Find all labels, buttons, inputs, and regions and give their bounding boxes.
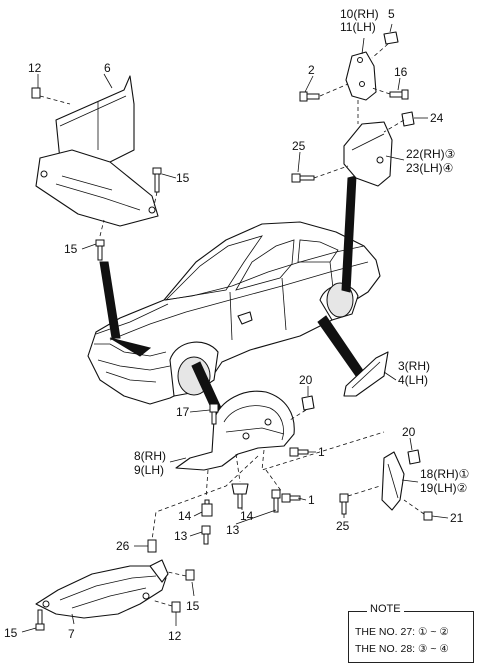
callout-15-b: 15	[64, 242, 78, 256]
note-line-2: THE NO. 28: ③ ~ ④	[355, 643, 449, 655]
callout-13-a: 13	[174, 529, 188, 543]
callout-26: 26	[116, 539, 130, 553]
bolt-17	[209, 403, 219, 425]
note-box: NOTE THE NO. 27: ① ~ ② THE NO. 28: ③ ~ ④	[348, 603, 474, 663]
guard-18-19	[381, 451, 405, 511]
callout-8-9-lh: 9(LH)	[134, 463, 164, 477]
wheel-liner-8-9	[175, 390, 295, 471]
fastener-14-a	[201, 499, 213, 517]
callout-22-23-rh: 22(RH)③	[406, 147, 455, 161]
car-body	[87, 175, 381, 415]
fastener-13-b	[271, 489, 281, 513]
callout-22-23-lh: 23(LH)④	[406, 161, 453, 175]
callout-24: 24	[430, 111, 444, 125]
clip-24	[401, 111, 415, 127]
callout-25-b: 25	[336, 519, 350, 533]
callout-1-a: 1	[318, 445, 325, 459]
fastener-15-b	[95, 219, 105, 261]
callout-21: 21	[450, 511, 464, 525]
callout-2-top: 2	[308, 63, 315, 77]
clip-5	[371, 31, 399, 59]
callout-18-19-lh: 19(LH)②	[420, 481, 467, 495]
mud-flap-3-4	[343, 351, 389, 397]
callout-5: 5	[388, 7, 395, 21]
fastener-12-top	[31, 87, 71, 105]
callout-20-a: 20	[299, 373, 313, 387]
clip-20-a	[289, 395, 315, 421]
splash-shield-upper	[35, 75, 159, 227]
callout-12-top: 12	[28, 61, 42, 75]
fastener-14-b	[231, 483, 249, 509]
clip-20-b	[407, 449, 421, 465]
bolt-21	[403, 499, 433, 521]
under-cover-7	[35, 559, 169, 619]
callout-20-b: 20	[402, 425, 416, 439]
fastener-12-b	[151, 599, 181, 613]
note-line-1: THE NO. 27: ① ~ ②	[355, 626, 449, 638]
callout-labels: 10(RH) 11(LH) 5 2 16 24 25 22(RH)③ 23(LH…	[4, 7, 469, 643]
callout-7: 7	[68, 627, 75, 641]
fastener-15-d	[35, 609, 45, 631]
callout-13-b: 13	[226, 523, 240, 537]
callout-3-4-rh: 3(RH)	[398, 359, 430, 373]
bolt-25-top	[291, 165, 349, 183]
callout-18-19-rh: 18(RH)①	[420, 467, 469, 481]
callout-3-4-lh: 4(LH)	[398, 373, 428, 387]
callout-14-b: 14	[240, 509, 254, 523]
note-title: NOTE	[367, 603, 404, 615]
callout-8-9-rh: 8(RH)	[134, 449, 166, 463]
leader-lines	[21, 23, 449, 633]
callout-1-b: 1	[308, 493, 315, 507]
bolt-2-top	[299, 83, 349, 102]
callout-10-11-lh: 11(LH)	[340, 20, 376, 34]
callout-14-a: 14	[178, 509, 192, 523]
fastener-26	[147, 539, 157, 553]
mudguard-22-23	[343, 100, 405, 187]
callout-17: 17	[176, 405, 190, 419]
callout-10-11-rh: 10(RH)	[340, 7, 379, 21]
callout-12-b: 12	[168, 629, 182, 643]
fastener-13-a	[201, 525, 211, 545]
callout-16: 16	[394, 65, 408, 79]
fastener-15-c	[167, 569, 195, 581]
fastener-15-a	[152, 167, 162, 207]
bolt-16	[371, 87, 409, 100]
bolt-25-b	[339, 485, 381, 515]
bracket-10-11	[345, 51, 377, 101]
callout-15-c: 15	[186, 599, 200, 613]
callout-6: 6	[104, 61, 111, 75]
callout-15-a: 15	[176, 171, 190, 185]
bolt-1-a	[289, 447, 309, 457]
bolt-1-b	[281, 493, 301, 503]
callout-15-d: 15	[4, 626, 18, 640]
callout-25-top: 25	[292, 139, 306, 153]
